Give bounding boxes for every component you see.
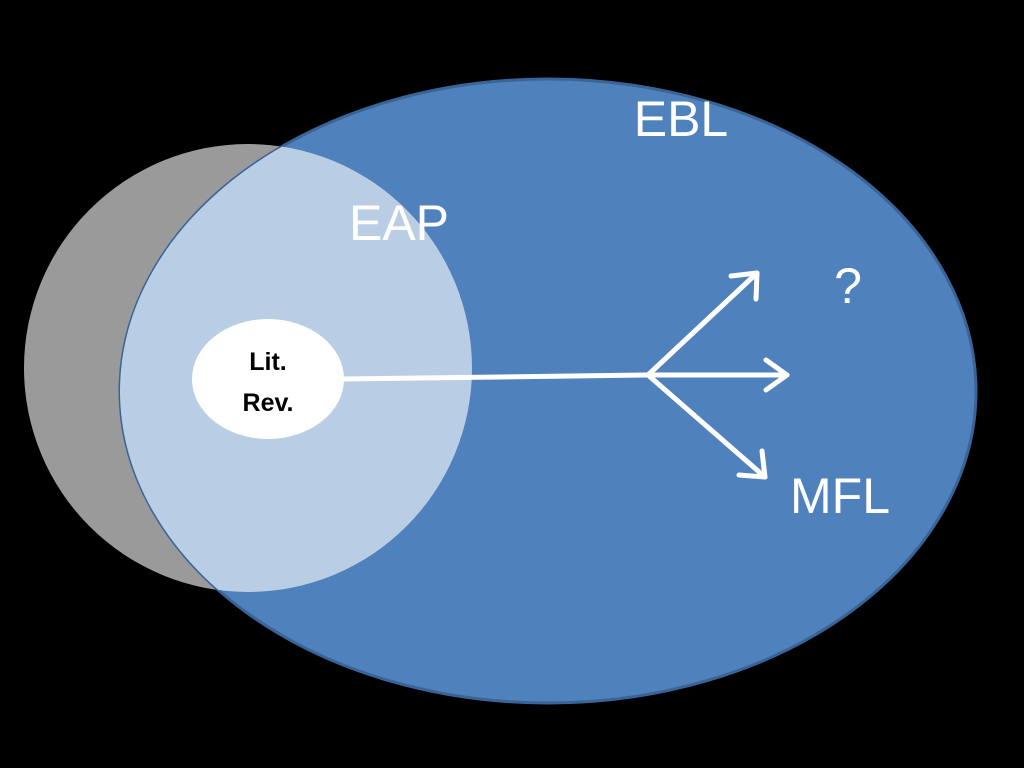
eap-label: EAP xyxy=(349,195,449,251)
lit-rev-label-line1: Lit. xyxy=(249,348,287,376)
arrow-down-shaft xyxy=(645,372,768,480)
lit-rev-node xyxy=(192,319,344,439)
arrow-group xyxy=(339,270,790,480)
arrow-up-head xyxy=(728,270,760,302)
mfl-label: MFL xyxy=(790,468,890,524)
arrow-right-head xyxy=(763,357,790,393)
arrow-down-head xyxy=(736,448,768,480)
question-label: ? xyxy=(834,258,862,314)
lit-rev-label-line2: Rev. xyxy=(243,389,294,417)
ebl-label: EBL xyxy=(634,91,729,147)
main-arrow-shaft xyxy=(339,372,651,382)
arrow-up-shaft xyxy=(645,270,760,378)
